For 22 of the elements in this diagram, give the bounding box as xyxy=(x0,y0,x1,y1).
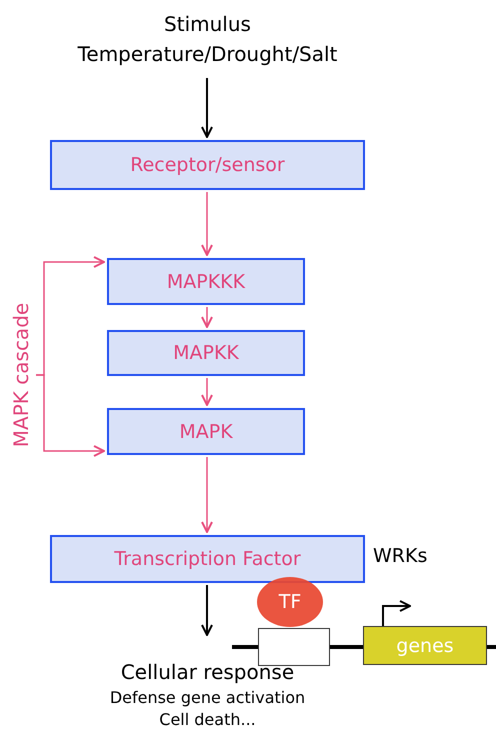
response-text: Cell death... xyxy=(159,709,256,731)
tf-ellipse: TF xyxy=(257,577,323,627)
response-heading: Cellular response xyxy=(120,659,294,686)
kinase-box: MAPKK xyxy=(107,330,305,376)
promoter-box xyxy=(258,628,330,666)
arrow xyxy=(201,378,213,406)
kinase-box: MAPKKK xyxy=(107,258,305,305)
cascade-label: MAPK cascade xyxy=(9,302,33,448)
beside-label: WRKs xyxy=(373,545,428,567)
response-text: Defense gene activation xyxy=(110,687,306,709)
arrow xyxy=(201,192,213,256)
arrow xyxy=(201,307,213,328)
transcription-factor-box: Transcription Factor xyxy=(50,535,365,583)
arrow xyxy=(201,585,213,636)
gene-box: genes xyxy=(363,626,487,665)
stimulus-list: Temperature/Drought/Salt xyxy=(78,39,338,69)
arrow xyxy=(201,78,213,138)
bracket-arrow xyxy=(36,374,105,457)
receptor-box: Receptor/sensor xyxy=(50,140,365,190)
arrow xyxy=(201,457,213,533)
kinase-box: MAPK xyxy=(107,408,305,455)
stimulus-heading: Stimulus xyxy=(164,11,251,38)
